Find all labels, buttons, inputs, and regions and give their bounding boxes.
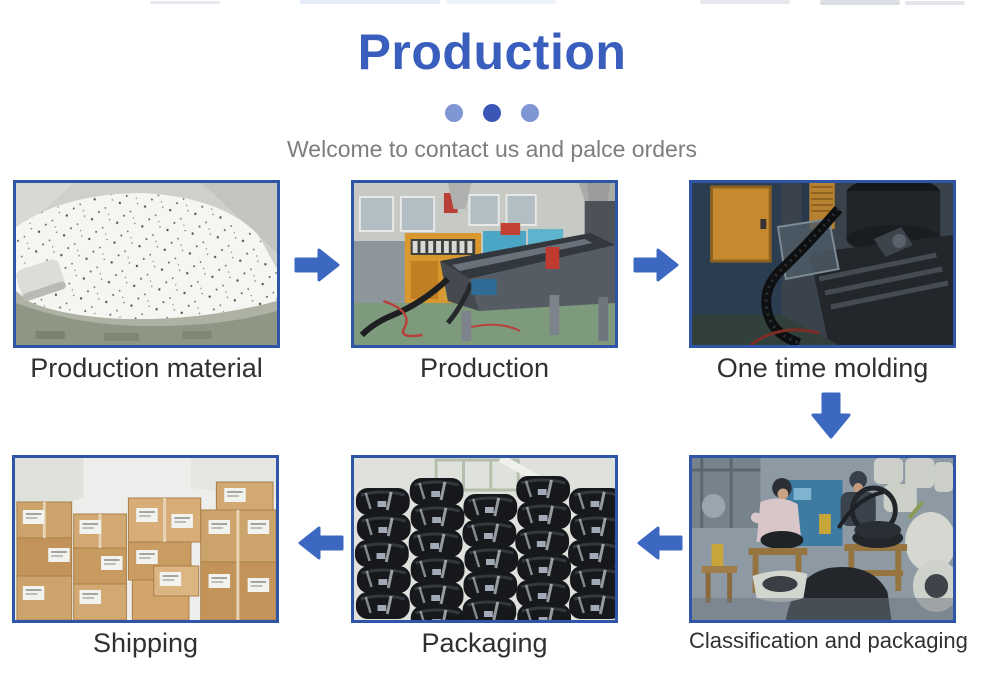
dot-icon xyxy=(483,104,501,122)
one-time-molding-photo xyxy=(689,180,956,348)
step-label-production-material: Production material xyxy=(30,353,263,383)
flow-arrow-left-icon xyxy=(298,525,344,561)
shipping-photo xyxy=(12,455,279,623)
step-label-one-time-molding: One time molding xyxy=(716,353,929,383)
step-card-shipping: Shipping xyxy=(12,455,279,659)
dot-icon xyxy=(521,104,539,122)
flow-arrow-left-icon xyxy=(637,525,683,561)
title-divider-dots xyxy=(0,104,984,122)
step-label-shipping: Shipping xyxy=(92,628,199,658)
flow-arrow-down-icon xyxy=(811,392,851,439)
step-label-packaging: Packaging xyxy=(421,628,548,658)
production-photo xyxy=(351,180,618,348)
classification-packaging-photo xyxy=(689,455,956,623)
packaging-photo xyxy=(351,455,618,623)
step-card-one-time-molding: One time molding xyxy=(689,180,956,384)
step-card-production: Production xyxy=(351,180,618,384)
step-label-classification-packaging: Classification and packaging xyxy=(689,628,968,653)
dot-icon xyxy=(445,104,463,122)
step-card-production-material: Production material xyxy=(13,180,280,384)
page-title: Production xyxy=(357,24,627,80)
flow-arrow-right-icon xyxy=(294,247,340,283)
production-material-photo xyxy=(13,180,280,348)
page-subtitle: Welcome to contact us and palce orders xyxy=(287,136,697,162)
step-label-production: Production xyxy=(419,353,550,383)
step-card-classification-packaging: Classification and packaging xyxy=(689,455,968,654)
flow-arrow-right-icon xyxy=(633,247,679,283)
step-card-packaging: Packaging xyxy=(351,455,618,659)
